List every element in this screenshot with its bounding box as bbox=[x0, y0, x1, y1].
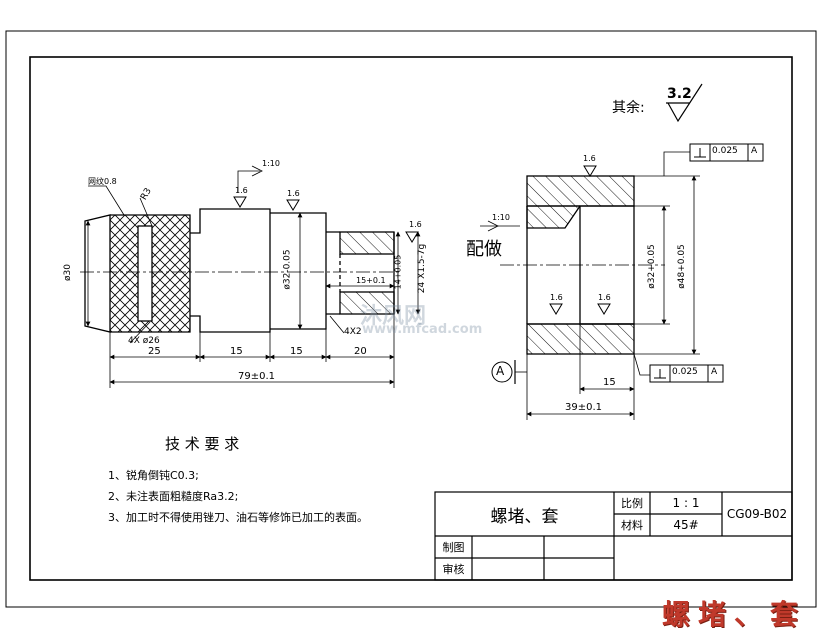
scale-value: 1 : 1 bbox=[672, 496, 700, 510]
knurl-note: 网纹0.8 bbox=[88, 177, 117, 186]
dim-overall-left: 79±0.1 bbox=[238, 371, 276, 382]
thread-label: 24 X1.5-7g bbox=[417, 243, 428, 294]
right-roughness-3: 1.6 bbox=[598, 293, 611, 302]
left-roughness-1: 1.6 bbox=[235, 186, 248, 195]
dia-30-label: ø30 bbox=[62, 264, 73, 281]
tol-bottom-value: 0.025 bbox=[672, 367, 698, 377]
part-name: 螺堵、套 bbox=[490, 506, 559, 527]
groove-right-label: 4X2 bbox=[344, 327, 362, 337]
left-roughness-2: 1.6 bbox=[287, 189, 300, 198]
right-part bbox=[480, 143, 764, 420]
left-roughness-3: 1.6 bbox=[409, 220, 422, 229]
tech-req-item-2: 2、未注表面粗糙度Ra3.2; bbox=[108, 490, 239, 503]
right-part-label: 配做 bbox=[466, 239, 502, 260]
dia-14-label: 14+0.05 bbox=[393, 254, 403, 290]
scale-label: 比例 bbox=[621, 497, 643, 510]
right-dim-overall: 39±0.1 bbox=[565, 402, 603, 413]
title-block bbox=[434, 491, 793, 581]
roughness-symbols-right bbox=[549, 165, 611, 315]
dim-20: 20 bbox=[354, 346, 367, 357]
tol-top-value: 0.025 bbox=[712, 146, 738, 156]
depth-15-label: 15+0.1 bbox=[356, 276, 386, 285]
watermark-url: www.mfcad.com bbox=[362, 322, 483, 337]
dim-25: 25 bbox=[148, 346, 161, 357]
groove-left-label: 4X ø26 bbox=[128, 336, 160, 346]
bottom-caption: 螺堵、套 bbox=[661, 598, 806, 631]
tech-req-item-1: 1、锐角倒钝C0.3; bbox=[108, 469, 199, 482]
right-roughness-2: 1.6 bbox=[550, 293, 563, 302]
drawn-label: 制图 bbox=[442, 541, 465, 554]
left-part bbox=[80, 165, 421, 388]
right-dia-32: ø32+0.05 bbox=[646, 244, 657, 289]
roughness-general-label: 其余: bbox=[612, 100, 645, 116]
checked-label: 审核 bbox=[442, 563, 465, 576]
watermark-logo: 沐风网 bbox=[360, 304, 427, 329]
drawing-number: CG09-B02 bbox=[726, 507, 788, 521]
dim-15-a: 15 bbox=[230, 346, 243, 357]
roughness-general-symbol bbox=[666, 83, 703, 123]
right-dia-48: ø48+0.05 bbox=[676, 244, 687, 289]
dim-15-b: 15 bbox=[290, 346, 303, 357]
tol-bottom-ref: A bbox=[711, 367, 718, 377]
material-label: 材料 bbox=[621, 519, 643, 532]
tech-req-item-3: 3、加工时不得使用锉刀、油石等修饰已加工的表面。 bbox=[108, 511, 368, 524]
datum-a-label: A bbox=[496, 364, 505, 378]
roughness-general-value: 3.2 bbox=[667, 86, 692, 102]
left-taper-mark: 1:10 bbox=[262, 159, 280, 168]
right-taper-mark: 1:10 bbox=[492, 213, 510, 222]
tol-top-ref: A bbox=[751, 146, 758, 156]
outer-border bbox=[5, 30, 817, 608]
dia-32-label: ø32-0.05 bbox=[282, 249, 293, 290]
tech-req-title: 技 术 要 求 bbox=[165, 435, 240, 453]
roughness-symbols-left bbox=[233, 196, 419, 243]
right-roughness-1: 1.6 bbox=[583, 154, 596, 163]
right-dim-15: 15 bbox=[603, 377, 616, 388]
inner-border bbox=[29, 56, 793, 581]
material-value: 45# bbox=[673, 518, 699, 532]
